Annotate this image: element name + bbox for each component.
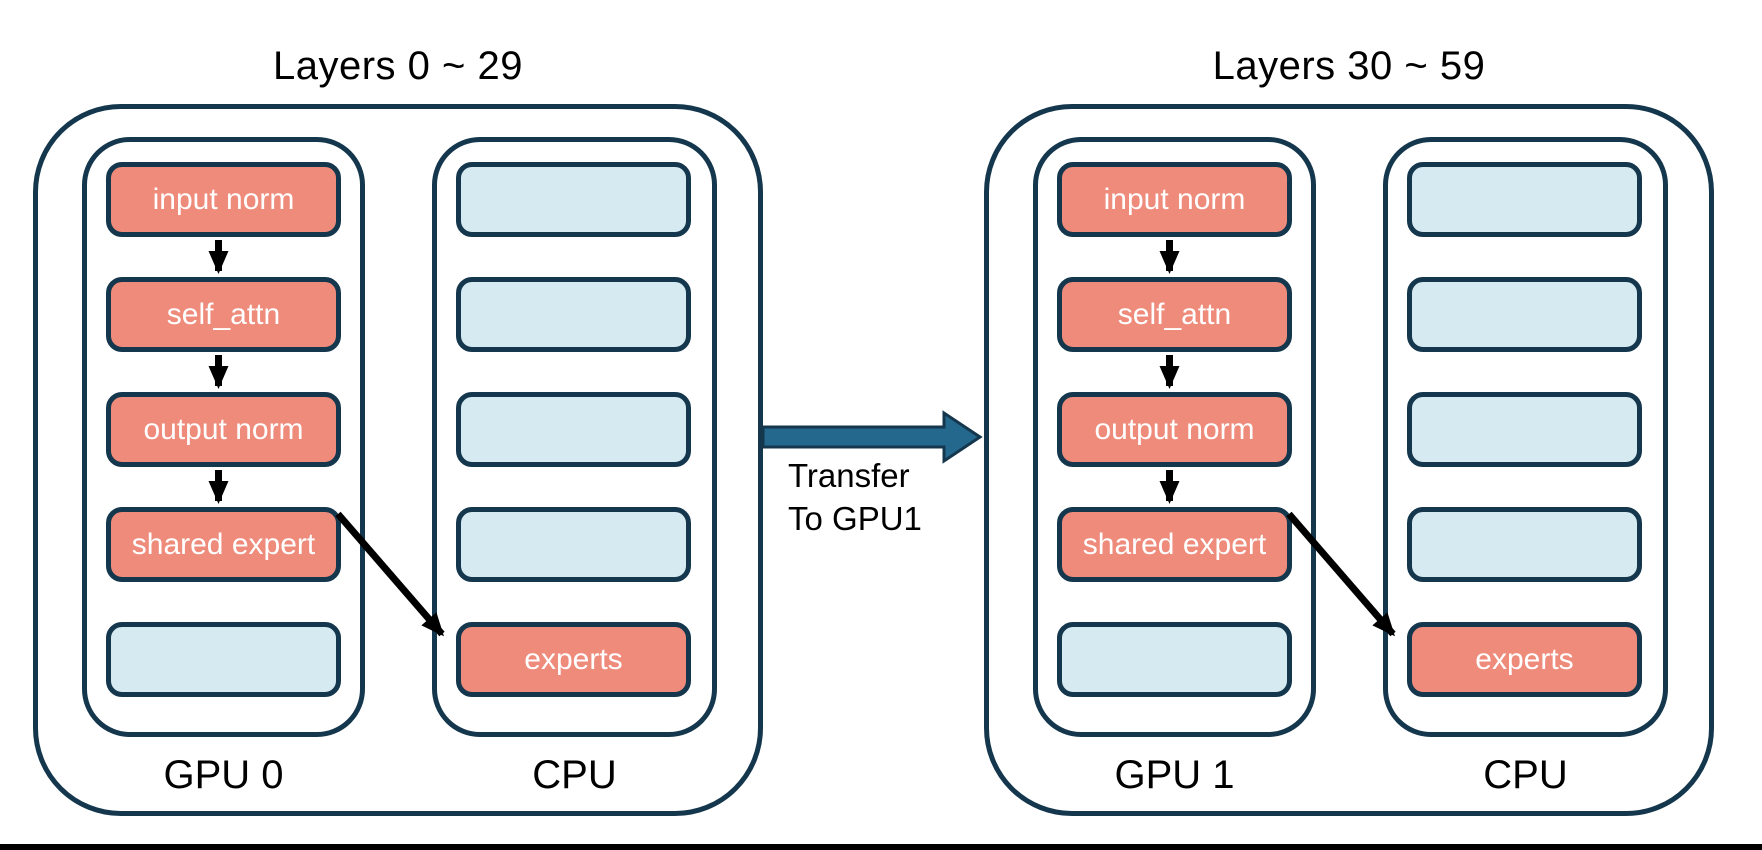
self-attn-block: self_attn [106, 277, 341, 352]
empty-block [106, 622, 341, 697]
empty-block [1407, 277, 1642, 352]
transfer-label-line2: To GPU1 [788, 500, 922, 537]
cpu-label: CPU [532, 753, 617, 797]
empty-block [456, 277, 691, 352]
empty-block [1407, 392, 1642, 467]
node-container: input norm self_attn output norm shared … [984, 104, 1714, 816]
layer-group-0-29: Layers 0 ~ 29 input norm self_attn outpu… [33, 28, 763, 816]
transfer-label-line1: Transfer [788, 457, 910, 494]
cpu-column: experts [1383, 137, 1668, 737]
empty-block [1407, 507, 1642, 582]
shared-expert-block: shared expert [1057, 507, 1292, 582]
output-norm-block: output norm [1057, 392, 1292, 467]
layer-group-30-59: Layers 30 ~ 59 input norm self_attn outp… [984, 28, 1714, 816]
node-container: input norm self_attn output norm shared … [33, 104, 763, 816]
self-attn-block: self_attn [1057, 277, 1292, 352]
gpu0-label: GPU 0 [163, 753, 284, 797]
empty-block [1057, 622, 1292, 697]
experts-block: experts [456, 622, 691, 697]
output-norm-block: output norm [106, 392, 341, 467]
group-title: Layers 30 ~ 59 [1212, 44, 1486, 88]
gpu1-label: GPU 1 [1114, 753, 1235, 797]
bottom-border-bar [0, 844, 1762, 850]
cpu-column: experts [432, 137, 717, 737]
gpu0-column: input norm self_attn output norm shared … [82, 137, 365, 737]
input-norm-block: input norm [1057, 162, 1292, 237]
empty-block [456, 162, 691, 237]
empty-block [456, 392, 691, 467]
empty-block [456, 507, 691, 582]
shared-expert-block: shared expert [106, 507, 341, 582]
gpu1-column: input norm self_attn output norm shared … [1033, 137, 1316, 737]
group-title: Layers 0 ~ 29 [273, 44, 523, 88]
transfer-to-gpu1-label: Transfer To GPU1 [788, 454, 922, 540]
input-norm-block: input norm [106, 162, 341, 237]
cpu-label: CPU [1483, 753, 1568, 797]
empty-block [1407, 162, 1642, 237]
experts-block: experts [1407, 622, 1642, 697]
